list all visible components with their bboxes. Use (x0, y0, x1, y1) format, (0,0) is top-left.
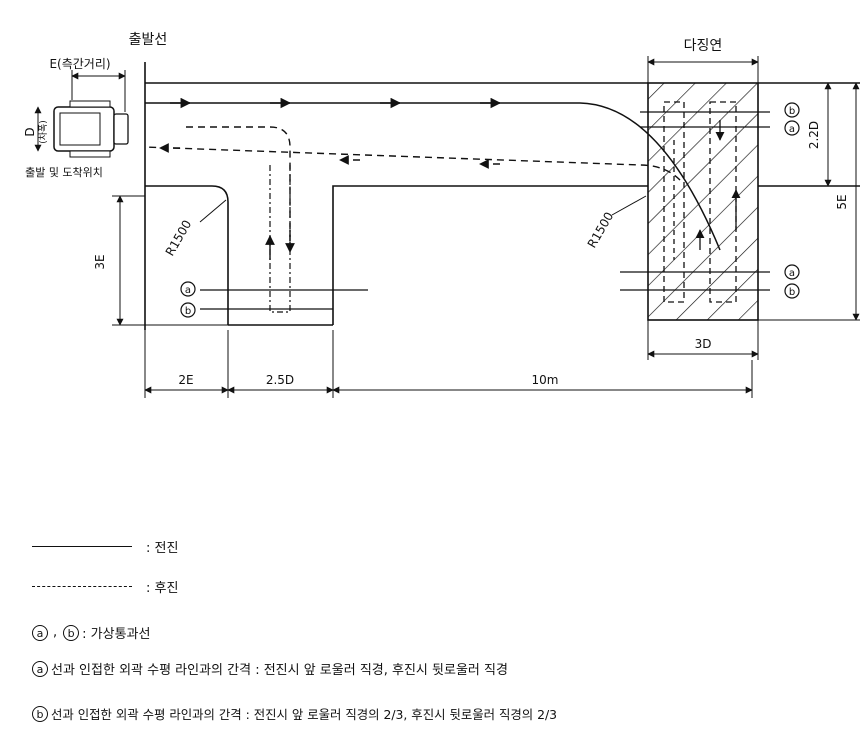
vehicle-width-sub-label: (차폭) (37, 120, 49, 144)
vehicle-width-label: D (23, 127, 37, 136)
radius-leader-right (611, 195, 647, 216)
marker-a-right-top: a (784, 120, 800, 136)
legend-line-b-text: 선과 인접한 외곽 수평 라인과의 간격 : 전진시 앞 로울러 직경의 2/3… (51, 707, 558, 722)
legend-line-a: a 선과 인접한 외곽 수평 라인과의 간격 : 전진시 앞 로울러 직경, 후… (32, 659, 508, 678)
start-line-label: 출발선 (129, 32, 168, 48)
forward-path (145, 97, 721, 251)
start-finish-position-label: 출발 및 도착위치 (25, 166, 103, 179)
dim-2-2d-label: 2.2D (807, 121, 821, 149)
forward-line-sample (32, 546, 132, 547)
legend-virtual-lines: a , b : 가상통과선 (32, 623, 150, 642)
radius-left-label: R1500 (163, 218, 195, 259)
driving-course-diagram: a b b a a b (23, 32, 860, 398)
svg-text:a: a (185, 285, 191, 296)
svg-text:b: b (789, 287, 795, 298)
dim-5e-label: 5E (835, 194, 849, 209)
parking-area (647, 82, 759, 321)
svg-text:a: a (789, 268, 795, 279)
svg-text:b: b (185, 306, 191, 317)
reverse-line-sample (32, 586, 132, 587)
course-outline (145, 82, 860, 326)
legend-mark-b: b (63, 624, 80, 641)
legend-line-b-mark: b (32, 706, 48, 722)
legend-reverse: : 후진 (32, 577, 178, 596)
legend-line-a-text: 선과 인접한 외곽 수평 라인과의 간격 : 전진시 앞 로울러 직경, 후진시… (51, 663, 508, 678)
side-gap-label: E(측간거리) (49, 57, 110, 71)
radius-leader-left (199, 199, 227, 223)
marker-a-right-bottom: a (784, 264, 800, 280)
reverse-path (144, 126, 681, 253)
marker-b-right-top: b (784, 102, 800, 118)
svg-text:a: a (789, 124, 795, 135)
parking-arrows (673, 120, 741, 260)
marker-b-left: b (180, 302, 196, 318)
legend-comma: , (53, 625, 58, 640)
vehicle-icon (53, 100, 129, 158)
parking-area-label: 다징연 (684, 38, 723, 54)
legend-forward: : 전진 (32, 537, 178, 556)
legend-line-a-mark: a (32, 660, 48, 677)
dim-10m-label: 10m (532, 373, 559, 387)
legend-forward-text: : 전진 (146, 541, 179, 556)
legend-mark-a: a (32, 624, 48, 641)
svg-text:b: b (789, 106, 795, 117)
marker-a-left: a (180, 281, 196, 297)
radius-right-label: R1500 (585, 210, 617, 251)
virtual-lines-left (200, 289, 368, 310)
dimension-lines (34, 56, 860, 398)
legend-line-b: b 선과 인접한 외곽 수평 라인과의 간격 : 전진시 앞 로울러 직경의 2… (32, 705, 557, 723)
dim-3e-label: 3E (93, 254, 107, 269)
legend-virtual-lines-text: : 가상통과선 (82, 627, 151, 642)
marker-b-right-bottom: b (784, 283, 800, 299)
legend-reverse-text: : 후진 (146, 581, 179, 596)
dim-3d-label: 3D (695, 337, 712, 351)
dim-2-5d-label: 2.5D (266, 373, 294, 387)
virtual-lines-right (620, 111, 770, 291)
dim-2e-label: 2E (178, 373, 193, 387)
